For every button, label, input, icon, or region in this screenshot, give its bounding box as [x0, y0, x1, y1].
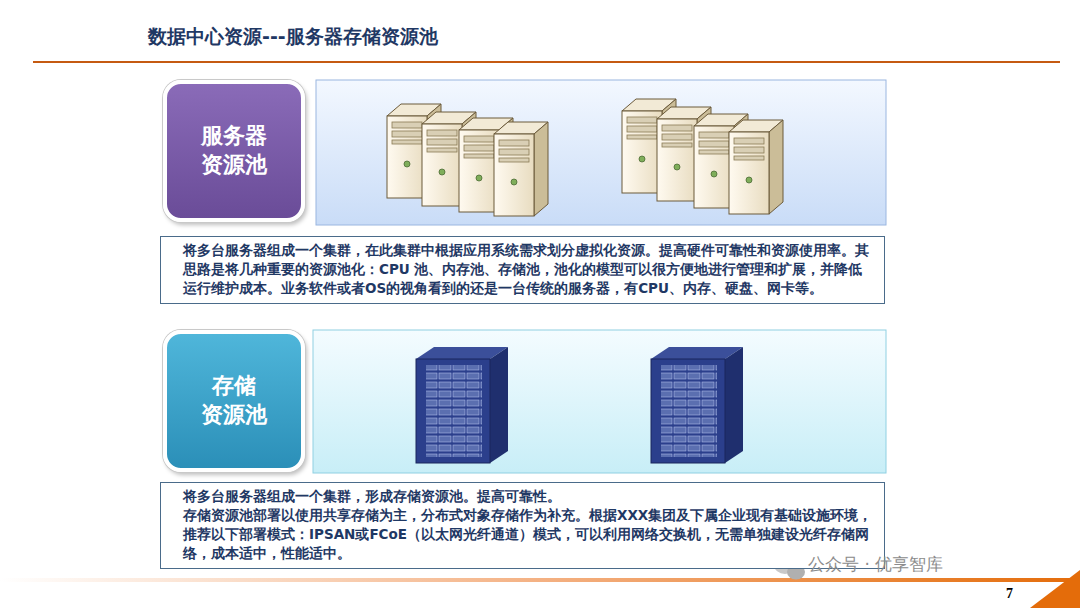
- storage-panel: [313, 330, 886, 473]
- description-box: 将多台服务器组成一个集群，在此集群中根据应用系统需求划分虚拟化资源。提高硬件可靠…: [160, 236, 885, 304]
- description-text: 将多台服务器组成一个集群，在此集群中根据应用系统需求划分虚拟化资源。提高硬件可靠…: [183, 241, 874, 298]
- footer-band: [0, 570, 1080, 608]
- server-panel: [316, 80, 886, 225]
- description-text: 将多台服务器组成一个集群，形成存储资源池。提高可靠性。: [183, 487, 874, 506]
- watermark: 公众号 · 优享智库: [808, 553, 943, 576]
- slide-title: 数据中心资源---服务器存储资源池: [148, 24, 438, 50]
- box-heading: 存储 资源池: [198, 372, 271, 429]
- category-box: 存储 资源池: [163, 330, 305, 472]
- header-rule: [33, 62, 1060, 63]
- description-text: 存储资源池部署以使用共享存储为主，分布式对象存储作为补充。根据XXX集团及下属企…: [183, 506, 874, 563]
- page-number: 7: [1006, 586, 1013, 602]
- box-heading: 服务器 资源池: [198, 122, 271, 179]
- category-box: 服务器 资源池: [163, 80, 305, 222]
- description-box: 将多台服务器组成一个集群，形成存储资源池。提高可靠性。存储资源池部署以使用共享存…: [160, 482, 885, 569]
